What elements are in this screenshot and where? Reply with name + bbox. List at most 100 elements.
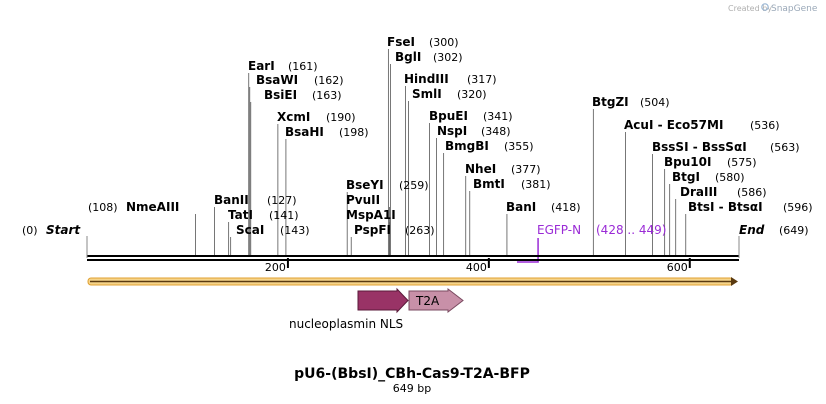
enzyme-position: (355) (504, 140, 534, 153)
enzyme-name: EarI (248, 59, 275, 73)
enzyme-acui-eco57mi[interactable]: AcuI - Eco57MI (536) (624, 118, 780, 132)
primer-range: (428 .. 449) (596, 223, 666, 237)
enzyme-name: BsaWI (256, 73, 298, 87)
enzyme-pvuii[interactable]: PvuII (346, 193, 380, 207)
enzyme-name: PvuII (346, 193, 380, 207)
enzyme-eari[interactable]: EarI (161) (248, 59, 318, 73)
enzyme-draiii[interactable]: DraIII(586) (680, 185, 767, 199)
enzyme-position: (377) (511, 163, 541, 176)
enzyme-name: BsiEI (264, 88, 297, 102)
enzyme-bsssi-bsssai[interactable]: BssSI - BssSαI (563) (652, 140, 800, 154)
enzyme-position: (536) (750, 119, 780, 132)
enzyme-position: (317) (467, 73, 497, 86)
enzyme-position: (341) (483, 110, 513, 123)
enzyme-bsiei[interactable]: BsiEI (163) (264, 88, 342, 102)
enzyme-position: (161) (288, 60, 318, 73)
primer-egfp-n[interactable]: EGFP-N (428 .. 449) (516, 223, 666, 263)
enzyme-name: BseYI (346, 178, 384, 192)
enzyme-name: BtgZI (592, 95, 629, 109)
enzyme-position: (143) (280, 224, 310, 237)
feature-label: T2A (415, 294, 440, 308)
end-position: (649) (779, 224, 809, 237)
enzyme-name: BglI (395, 50, 421, 64)
enzyme-name: NheI (465, 162, 496, 176)
feature-arrow-icon (408, 287, 464, 314)
enzyme-position: (198) (339, 126, 369, 139)
enzyme-name: BsaHI (285, 125, 324, 139)
watermark-prefix: Created by (728, 4, 772, 13)
scale-tick-label: 600 (667, 261, 688, 274)
construct-name: pU6-(BbsI)_CBh-Cas9-T2A-BFP (294, 366, 530, 382)
enzyme-name: FseI (387, 35, 415, 49)
enzyme-scai[interactable]: ScaI(143) (236, 223, 310, 237)
enzyme-nmeaiii[interactable]: (108)NmeAIII (88, 200, 179, 214)
feature-label: nucleoplasmin NLS (289, 317, 403, 331)
dna-strand (87, 255, 739, 261)
enzyme-tati[interactable]: TatI (141) (228, 208, 299, 222)
snapgene-logo-icon (761, 3, 769, 11)
start-position: (0) (22, 224, 38, 237)
enzyme-hindiii[interactable]: HindIII(317) (404, 72, 497, 86)
feature-t2a[interactable]: T2A (408, 287, 464, 314)
enzyme-btgzi[interactable]: BtgZI (504) (592, 95, 670, 109)
enzyme-name: BtsI - BtsαI (688, 200, 763, 214)
enzyme-position: (190) (326, 111, 356, 124)
scale-tick-label: 200 (265, 261, 286, 274)
scale-ticks: 200 400 600 (86, 236, 740, 274)
enzyme-banii[interactable]: BanII(127) (214, 193, 297, 207)
primer-arrow (516, 238, 539, 263)
enzyme-position: (263) (405, 224, 435, 237)
enzyme-xcmi[interactable]: XcmI (190) (277, 110, 356, 124)
enzyme-pspfi[interactable]: PspFI(263) (354, 223, 435, 237)
enzyme-name: BssSI - BssSαI (652, 140, 747, 154)
feature-nucleoplasmin-nls[interactable]: nucleoplasmin NLS (289, 287, 409, 331)
enzyme-nspi[interactable]: NspI(348) (437, 124, 511, 138)
enzyme-bmgbi[interactable]: BmgBI(355) (445, 139, 534, 153)
enzyme-bgli[interactable]: BglI(302) (395, 50, 463, 64)
enzyme-position: (563) (770, 141, 800, 154)
enzyme-position: (418) (551, 201, 581, 214)
enzyme-bpuei[interactable]: BpuEI (341) (429, 109, 513, 123)
orf-bar[interactable] (87, 277, 738, 286)
enzyme-bani[interactable]: BanI(418) (506, 200, 581, 214)
enzyme-name: SmlI (412, 87, 442, 101)
watermark-brand: SnapGene (771, 4, 818, 14)
enzyme-btsi-btsai[interactable]: BtsI - BtsαI (596) (688, 200, 813, 214)
enzyme-position: (259) (399, 179, 429, 192)
enzyme-bseyi[interactable]: BseYI (259) (346, 178, 429, 192)
enzyme-name: BpuEI (429, 109, 468, 123)
enzyme-name: BtgI (672, 170, 700, 184)
enzyme-bsahi[interactable]: BsaHI (198) (285, 125, 369, 139)
enzyme-name: Bpu10I (664, 155, 711, 169)
enzyme-name: AcuI - Eco57MI (624, 118, 723, 132)
enzyme-position: (381) (521, 178, 551, 191)
enzyme-mspa1i[interactable]: MspA1I (346, 208, 396, 222)
scale-tick-label: 400 (466, 261, 487, 274)
sequence-ends: (0) Start End (649) (22, 223, 809, 237)
enzyme-position: (300) (429, 36, 459, 49)
enzyme-position: (141) (269, 209, 299, 222)
enzyme-bsawi[interactable]: BsaWI (162) (256, 73, 344, 87)
enzyme-position: (163) (312, 89, 342, 102)
enzyme-fsei[interactable]: FseI (300) (387, 35, 459, 49)
enzyme-labels: (108)NmeAIII BanII(127) TatI (141) ScaI(1… (88, 35, 813, 237)
enzyme-btgi[interactable]: BtgI (580) (672, 170, 745, 184)
enzyme-position: (504) (640, 96, 670, 109)
enzyme-position: (575) (727, 156, 757, 169)
enzyme-position: (162) (314, 74, 344, 87)
enzyme-name: DraIII (680, 185, 717, 199)
start-label: Start (46, 223, 81, 237)
enzyme-name: TatI (228, 208, 253, 222)
enzyme-bpu10i[interactable]: Bpu10I (575) (664, 155, 757, 169)
enzyme-position: (596) (783, 201, 813, 214)
enzyme-name: XcmI (277, 110, 310, 124)
enzyme-position: (320) (457, 88, 487, 101)
enzyme-leader-lines (195, 49, 687, 255)
enzyme-position: (348) (481, 125, 511, 138)
enzyme-position: (580) (715, 171, 745, 184)
orf-arrowhead-icon (731, 277, 738, 286)
enzyme-bmti[interactable]: BmtI(381) (473, 177, 551, 191)
enzyme-smli[interactable]: SmlI (320) (412, 87, 487, 101)
enzyme-nhei[interactable]: NheI (377) (465, 162, 541, 176)
